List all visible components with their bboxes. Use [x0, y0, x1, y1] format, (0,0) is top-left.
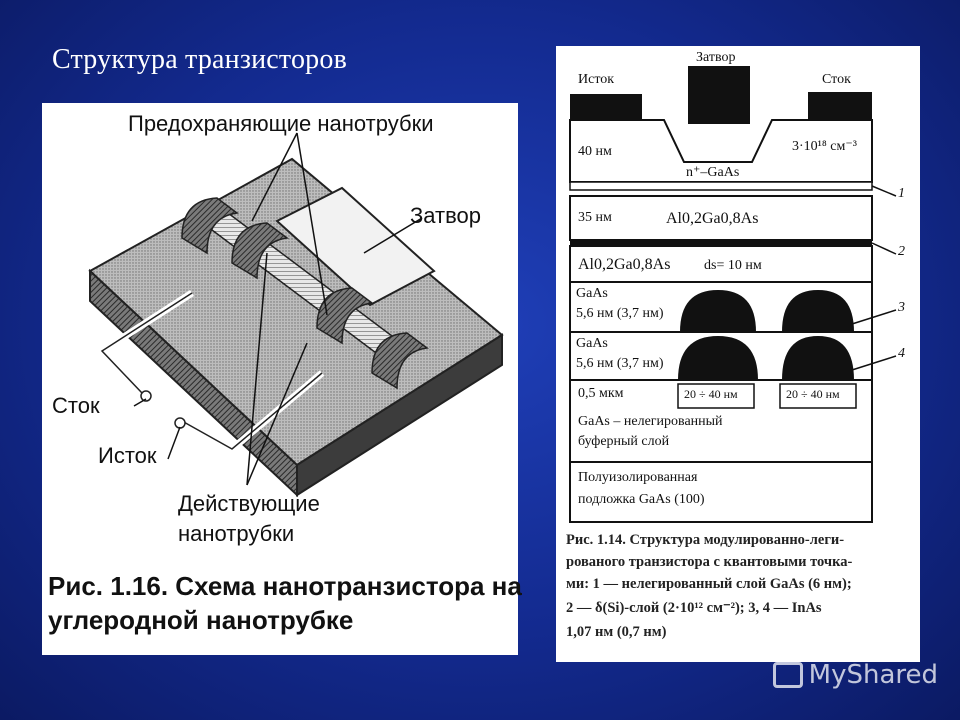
substrate-line1: Полуизолированная: [578, 470, 698, 485]
gate-electrode-label: Затвор: [696, 50, 736, 65]
layer4-line2: 5,6 нм (3,7 нм): [576, 306, 664, 321]
contact-left-inner: [231, 222, 289, 280]
dot-width-left: 20 ÷ 40 нм: [684, 387, 738, 401]
layer-algaas-35: [569, 195, 873, 241]
gate-electrode: [688, 66, 750, 124]
source-electrode: [570, 94, 642, 120]
quantum-dot-lower-left: [678, 336, 758, 380]
protective-nanotubes-label: Предохраняющие нанотрубки: [128, 111, 434, 136]
source-wire-outline: [181, 372, 323, 450]
layer5-line1: GaAs: [576, 336, 608, 351]
marker-layer-2: [570, 240, 872, 246]
layer6-thickness: 0,5 мкм: [578, 386, 624, 401]
layer6-line1: GaAs – нелегированный: [578, 414, 723, 429]
quantum-dot-upper-left: [680, 290, 756, 332]
dot-width-right: 20 ÷ 40 нм: [786, 387, 840, 401]
right-caption-line-4: 2 — δ(Si)-слой (2·10¹² см⁻²); 3, 4 — InA…: [566, 600, 822, 616]
substrate-side: [296, 333, 503, 497]
layer5-line2: 5,6 нм (3,7 нм): [576, 356, 664, 371]
source-label: Исток: [98, 443, 157, 468]
right-caption-line-5: 1,07 нм (0,7 нм): [566, 624, 667, 640]
layer4-line1: GaAs: [576, 286, 608, 301]
drain-electrode-label: Сток: [822, 72, 851, 87]
quantum-dot-upper-right: [782, 290, 854, 332]
layer3-ds: ds= 10 нм: [704, 258, 762, 273]
nanotransistor-drawing: [88, 132, 504, 498]
quantum-dot-transistor-figure: Исток Затвор Сток 40 нм n⁺–GaAs 3·10¹⁸ с…: [556, 46, 920, 662]
layer-algaas-ds: [569, 245, 873, 283]
marker-3: 3: [898, 300, 905, 315]
marker-4: 4: [898, 346, 905, 361]
layer3-material: Al0,2Ga0,8As: [578, 256, 671, 273]
right-caption-line-3: ми: 1 — нелегированный слой GaAs (6 нм);: [566, 576, 852, 592]
drain-electrode: [808, 92, 872, 120]
left-caption-line-2: углеродной нанотрубке: [48, 605, 354, 635]
active-nanotubes-label-2: нанотрубки: [178, 521, 295, 546]
contact-left-outer: [181, 197, 239, 255]
layer2-thickness: 35 нм: [578, 210, 612, 225]
gate-pad: [275, 186, 436, 307]
layer1-thickness: 40 нм: [578, 144, 612, 159]
marker-2: 2: [898, 244, 905, 259]
marker-layer-1: [569, 181, 873, 191]
source-electrode-label: Исток: [578, 72, 615, 87]
layer6-line2: буферный слой: [578, 434, 670, 449]
nanotransistor-figure: Предохраняющие нанотрубки Затвор Сток Ис…: [42, 103, 522, 655]
watermark-text: MyShared: [808, 660, 938, 690]
quantum-dot-lower-right: [782, 336, 854, 380]
slide-title: Структура транзисторов: [52, 44, 347, 75]
layer1-material: n⁺–GaAs: [686, 165, 740, 180]
substrate-line2: подложка GaAs (100): [578, 492, 705, 507]
right-caption-line-1: Рис. 1.14. Структура модулированно-леги-: [566, 532, 845, 548]
drain-label: Сток: [52, 393, 100, 418]
layer2-material: Al0,2Ga0,8As: [666, 210, 759, 227]
contact-right-inner: [316, 287, 374, 345]
layer-substrate: [569, 461, 873, 523]
presentation-icon: [772, 662, 803, 688]
contact-right-outer: [371, 332, 429, 390]
right-caption-line-2: рованого транзистора с квантовыми точка-: [566, 554, 853, 570]
layer-structure-drawing: [569, 66, 897, 523]
layer1-doping: 3·10¹⁸ см⁻³: [792, 139, 857, 154]
left-caption-line-1: Рис. 1.16. Схема нанотранзистора на: [48, 571, 522, 601]
marker-1: 1: [898, 186, 905, 201]
active-nanotubes-label-1: Действующие: [178, 491, 320, 516]
watermark: MyShared: [772, 660, 938, 690]
drain-wire-outline: [100, 292, 193, 394]
gate-label: Затвор: [410, 203, 482, 228]
